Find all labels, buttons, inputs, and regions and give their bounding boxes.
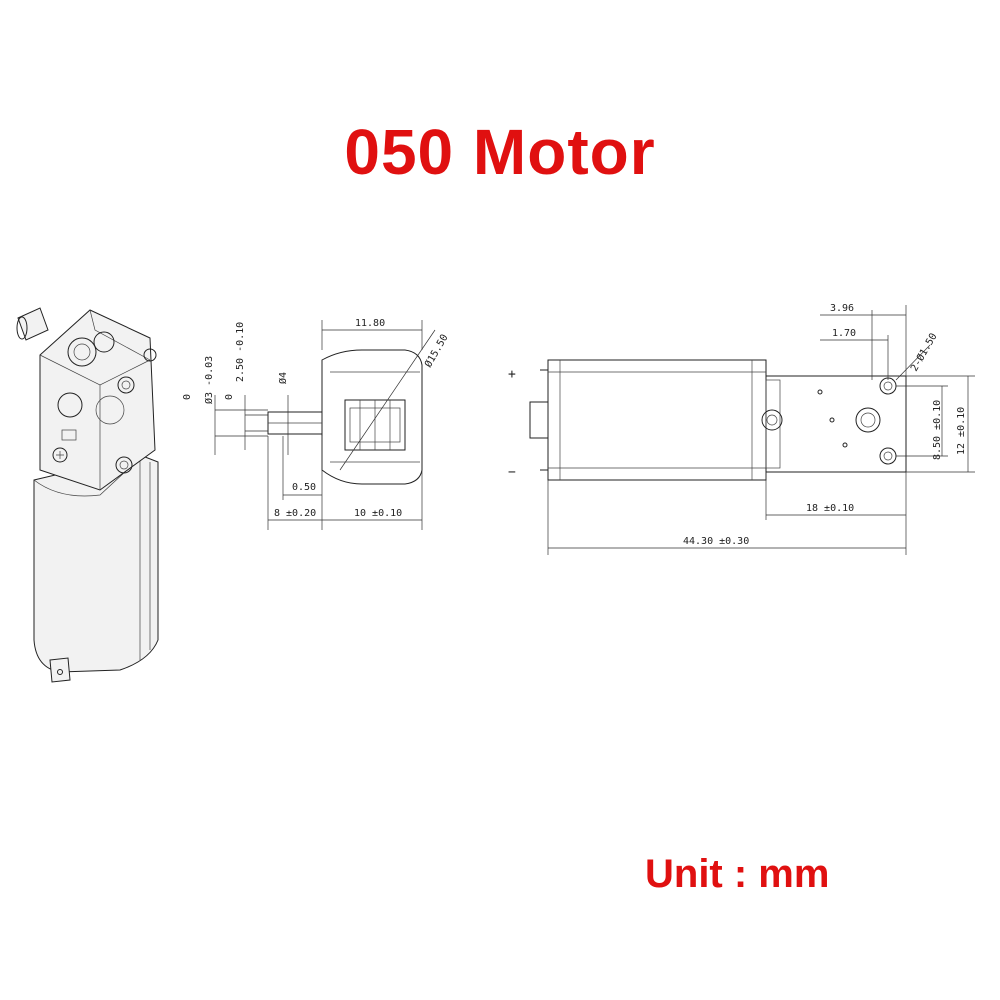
top-view: + − 44.30 ±0.30 18 <box>508 303 975 555</box>
terminal-plus: + <box>508 367 516 382</box>
dim-shaft-tol-top: 0 <box>182 394 193 400</box>
dim-gearbox-width: 11.80 <box>355 318 385 329</box>
dim-gearbox-total: 18 ±0.10 <box>806 503 854 514</box>
dim-total-len: 44.30 ±0.30 <box>683 536 749 547</box>
dim-hole-spacing: 8.50 ±0.10 <box>932 400 943 460</box>
dim-boss-dia: Ø4 <box>277 372 289 384</box>
dim-hole-offset2: 1.70 <box>832 328 856 339</box>
dim-gearbox-len: 10 ±0.10 <box>354 508 402 519</box>
gearbox-housing <box>39 309 156 491</box>
dim-can-dia: Ø15.50 <box>422 332 450 369</box>
mount-hole-top <box>879 377 897 395</box>
dim-flat: 2.50 -0.10 <box>235 322 246 382</box>
drawing-title: 050 Motor <box>344 116 656 188</box>
side-view: 0 Ø3 -0.03 0 2.50 -0.10 Ø4 0.50 8 ±0.20 … <box>182 318 451 530</box>
top-motor-body <box>547 359 767 481</box>
mount-hole-bottom <box>879 447 897 465</box>
dim-flat-tol-top: 0 <box>224 394 235 400</box>
dim-shaft-len: 8 ±0.20 <box>274 508 316 519</box>
dim-shaft-dia: Ø3 -0.03 <box>203 356 215 404</box>
output-boss <box>855 407 881 433</box>
top-gear-plate <box>765 375 907 473</box>
terminal-minus: − <box>508 465 516 480</box>
output-shaft <box>17 307 49 341</box>
dim-gap: 0.50 <box>292 482 316 493</box>
dim-plate-height: 12 ±0.10 <box>956 407 967 455</box>
isometric-view <box>16 307 159 683</box>
unit-label: Unit : mm <box>645 852 830 896</box>
dim-hole-offset: 3.96 <box>830 303 854 314</box>
motor-can <box>33 454 159 673</box>
gear-icon <box>67 337 97 367</box>
dim-holes: 2-Ø1.50 <box>908 331 939 374</box>
